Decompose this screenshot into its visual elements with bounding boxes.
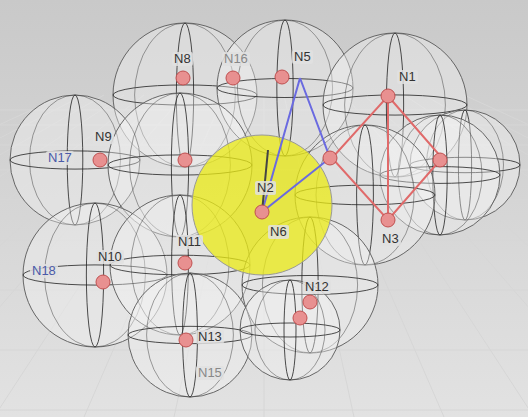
sphere bbox=[128, 273, 252, 397]
atom-dot bbox=[179, 333, 193, 347]
atom-label: N12 bbox=[303, 280, 331, 294]
atom-label: N16 bbox=[222, 52, 250, 66]
atom-dot bbox=[433, 153, 447, 167]
atom-dots bbox=[93, 70, 447, 347]
sphere bbox=[240, 280, 340, 380]
atom-label: N6 bbox=[268, 225, 289, 239]
atom-label: N9 bbox=[93, 130, 114, 144]
red-bond bbox=[332, 96, 442, 220]
atom-dot bbox=[293, 311, 307, 325]
atom-dot bbox=[323, 151, 337, 165]
atom-dot bbox=[303, 295, 317, 309]
atom-label: N8 bbox=[172, 52, 193, 66]
atom-label: N10 bbox=[96, 250, 124, 264]
atom-dot bbox=[178, 153, 192, 167]
atom-label: N2 bbox=[255, 181, 276, 195]
atom-label: N11 bbox=[176, 235, 203, 249]
atom-dot bbox=[96, 275, 110, 289]
atom-label: N3 bbox=[380, 232, 401, 246]
sphere-group bbox=[10, 20, 520, 397]
center-sphere bbox=[192, 135, 332, 275]
atom-dot bbox=[381, 89, 395, 103]
atom-dot bbox=[255, 205, 269, 219]
atom-dot bbox=[178, 256, 192, 270]
atom-label: N17 bbox=[46, 151, 74, 165]
atom-label: N5 bbox=[292, 50, 313, 64]
atom-dot bbox=[176, 71, 190, 85]
atom-label: N18 bbox=[30, 264, 58, 278]
atom-dot bbox=[275, 70, 289, 84]
atom-label: N13 bbox=[196, 330, 224, 344]
atom-label: N15 bbox=[196, 366, 224, 380]
floor-grid bbox=[0, 95, 528, 417]
atom-dot bbox=[226, 71, 240, 85]
atom-dot bbox=[381, 213, 395, 227]
atom-label: N1 bbox=[397, 70, 418, 84]
atom-dot bbox=[93, 153, 107, 167]
